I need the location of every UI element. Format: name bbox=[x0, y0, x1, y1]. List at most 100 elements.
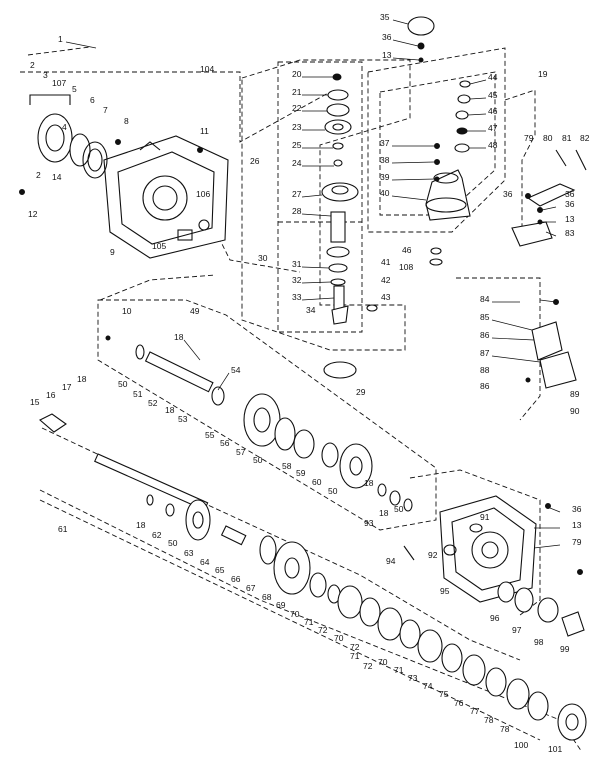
callout-c6: 6 bbox=[90, 95, 95, 105]
callout-c73: 73 bbox=[408, 673, 418, 683]
callout-c61: 61 bbox=[58, 524, 68, 534]
callout-c79b: 79 bbox=[572, 537, 582, 547]
callout-c83: 83 bbox=[565, 228, 575, 238]
callout-c75: 75 bbox=[439, 689, 449, 699]
right-gear-housing bbox=[403, 495, 585, 637]
callout-c88: 88 bbox=[480, 365, 490, 375]
spindle-housing bbox=[425, 80, 471, 266]
callout-c15: 15 bbox=[30, 397, 40, 407]
callout-c70b: 70 bbox=[334, 633, 344, 643]
callout-c20: 20 bbox=[292, 69, 302, 79]
callout-c26: 26 bbox=[250, 156, 260, 166]
callout-c53: 53 bbox=[178, 414, 188, 424]
callout-c16: 16 bbox=[46, 390, 56, 400]
left-gear-housing bbox=[103, 135, 229, 259]
callout-c78b: 78 bbox=[500, 724, 510, 734]
callout-c36b: 36 bbox=[503, 189, 513, 199]
callout-c85: 85 bbox=[480, 312, 490, 322]
callout-c34: 34 bbox=[306, 305, 316, 315]
callout-c46b: 46 bbox=[402, 245, 412, 255]
callout-c13c: 13 bbox=[572, 520, 582, 530]
callout-c63: 63 bbox=[184, 548, 194, 558]
callout-c46a: 46 bbox=[488, 106, 498, 116]
callout-c13b: 13 bbox=[565, 214, 575, 224]
vertical-shaft-stack bbox=[321, 16, 435, 379]
callout-c38: 38 bbox=[380, 155, 390, 165]
callout-c23: 23 bbox=[292, 122, 302, 132]
callout-c44: 44 bbox=[488, 72, 498, 82]
callout-c79a: 79 bbox=[524, 133, 534, 143]
callout-c72c: 72 bbox=[363, 661, 373, 671]
callout-c99: 99 bbox=[560, 644, 570, 654]
callout-c96: 96 bbox=[490, 613, 500, 623]
callout-c86b: 86 bbox=[480, 381, 490, 391]
callout-c24: 24 bbox=[292, 158, 302, 168]
callout-c18f: 18 bbox=[136, 520, 146, 530]
callout-c104: 104 bbox=[200, 64, 214, 74]
callout-c39: 39 bbox=[380, 172, 390, 182]
callout-c69: 69 bbox=[276, 600, 286, 610]
callout-c91: 91 bbox=[480, 512, 490, 522]
callout-c19: 19 bbox=[538, 69, 548, 79]
callout-c50d: 50 bbox=[394, 504, 404, 514]
callout-c59: 59 bbox=[296, 468, 306, 478]
callout-c18a: 18 bbox=[174, 332, 184, 342]
callout-c56: 56 bbox=[220, 438, 230, 448]
middle-shaft-assembly bbox=[105, 335, 413, 512]
callout-c31: 31 bbox=[292, 259, 302, 269]
callout-c48: 48 bbox=[488, 140, 498, 150]
callout-c90: 90 bbox=[570, 406, 580, 416]
callout-c62: 62 bbox=[152, 530, 162, 540]
callout-c50a: 50 bbox=[118, 379, 128, 389]
callout-c84: 84 bbox=[480, 294, 490, 304]
callout-c45: 45 bbox=[488, 90, 498, 100]
callout-c14: 14 bbox=[52, 172, 62, 182]
callout-c2: 2 bbox=[30, 60, 35, 70]
callout-c18c: 18 bbox=[364, 478, 374, 488]
callout-c101: 101 bbox=[548, 744, 562, 754]
callout-c70a: 70 bbox=[290, 609, 300, 619]
callout-c87: 87 bbox=[480, 348, 490, 358]
callout-c81: 81 bbox=[562, 133, 572, 143]
callout-c100: 100 bbox=[514, 740, 528, 750]
callout-c32: 32 bbox=[292, 275, 302, 285]
callout-c74: 74 bbox=[423, 681, 433, 691]
callout-c18b: 18 bbox=[165, 405, 175, 415]
callout-c8: 8 bbox=[124, 116, 129, 126]
callout-c13a: 13 bbox=[382, 50, 392, 60]
callout-c29: 29 bbox=[356, 387, 366, 397]
callout-c72b: 72 bbox=[350, 642, 360, 652]
callout-c106: 106 bbox=[196, 189, 210, 199]
callout-c47: 47 bbox=[488, 123, 498, 133]
callout-c98: 98 bbox=[534, 637, 544, 647]
callout-c50e: 50 bbox=[168, 538, 178, 548]
callout-c3: 3 bbox=[43, 70, 48, 80]
callout-c94: 94 bbox=[386, 556, 396, 566]
callout-c57: 57 bbox=[236, 447, 246, 457]
callout-c18e: 18 bbox=[77, 374, 87, 384]
lower-shaft-gear-stack bbox=[39, 413, 587, 741]
callout-c40: 40 bbox=[380, 188, 390, 198]
callout-c58: 58 bbox=[282, 461, 292, 471]
callout-c28: 28 bbox=[292, 206, 302, 216]
callout-c71c: 71 bbox=[394, 665, 404, 675]
callout-c37: 37 bbox=[380, 138, 390, 148]
callout-c92: 92 bbox=[428, 550, 438, 560]
callout-c35: 35 bbox=[380, 12, 390, 22]
callout-c9: 9 bbox=[110, 247, 115, 257]
callout-c78a: 78 bbox=[484, 715, 494, 725]
shift-bracket bbox=[525, 299, 577, 389]
callout-c71a: 71 bbox=[304, 617, 314, 627]
callout-c1: 1 bbox=[58, 34, 63, 44]
callout-c12: 12 bbox=[28, 209, 38, 219]
assembly-boundaries bbox=[20, 46, 583, 753]
callout-c25: 25 bbox=[292, 140, 302, 150]
callout-c71b: 71 bbox=[350, 651, 360, 661]
callout-c30: 30 bbox=[258, 253, 268, 263]
callout-c50c: 50 bbox=[328, 486, 338, 496]
callout-c105: 105 bbox=[152, 241, 166, 251]
callout-c72a: 72 bbox=[318, 625, 328, 635]
callout-c55: 55 bbox=[205, 430, 215, 440]
callout-c11: 11 bbox=[200, 126, 209, 136]
